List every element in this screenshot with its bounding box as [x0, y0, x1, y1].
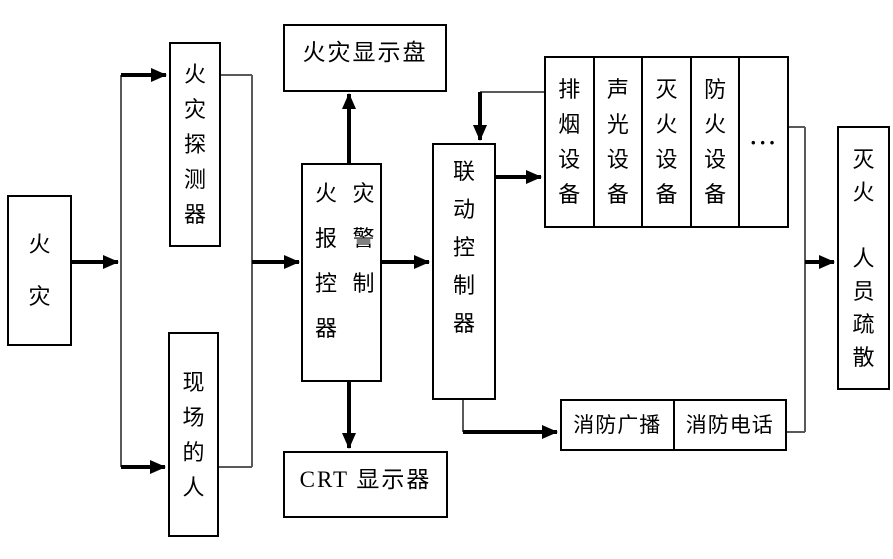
equipment-cell-sound-light: 声 光 设 备	[592, 58, 642, 226]
node-linkage-controller-label: 联 动 控 制 器	[452, 159, 475, 336]
node-fire-display-panel-label: 火灾显示盘	[302, 40, 428, 65]
node-fire: 火 灾	[7, 195, 72, 346]
node-fire-alarm-controller-label: 火 灾 报 警 控 制 器	[315, 181, 375, 341]
node-people-on-site: 现 场 的 人	[168, 332, 219, 537]
equipment-cell-extinguishing: 灭 火 设 备	[641, 58, 690, 226]
equipment-cell-ellipsis: ···	[738, 58, 787, 226]
node-linkage-controller: 联 动 控 制 器	[432, 143, 496, 400]
node-fire-telephone-label: 消防电话	[685, 413, 774, 437]
node-fire-broadcast: 消防广播	[562, 401, 673, 449]
node-fire-telephone: 消防电话	[672, 401, 786, 449]
node-outcome-label: 灭 火 人 员 疏 散	[852, 146, 875, 370]
node-communication-group: 消防广播 消防电话	[560, 399, 787, 451]
equipment-cell-label: 防 火 设 备	[704, 77, 727, 207]
node-fire-broadcast-label: 消防广播	[573, 413, 662, 437]
ellipsis-label: ···	[749, 129, 778, 155]
equipment-cell-label: 灭 火 设 备	[655, 77, 678, 207]
node-crt-display-label: CRT 显示器	[299, 467, 432, 492]
equipment-cell-label: 排 烟 设 备	[558, 77, 581, 207]
node-fire-alarm-controller: 火 灾 报 警 控 制 器	[301, 163, 382, 382]
equipment-cell-smoke-exhaust: 排 烟 设 备	[546, 58, 593, 226]
node-equipment-group: 排 烟 设 备 声 光 设 备 灭 火 设 备 防 火 设 备 ···	[544, 56, 789, 228]
equipment-cell-label: 声 光 设 备	[606, 77, 629, 207]
node-fire-detector: 火 灾 探 测 器	[169, 42, 221, 247]
equipment-cell-fire-prevention: 防 火 设 备	[689, 58, 739, 226]
node-people-on-site-label: 现 场 的 人	[182, 369, 205, 500]
node-fire-label: 火 灾	[28, 231, 51, 309]
node-fire-detector-label: 火 灾 探 测 器	[183, 62, 206, 227]
node-crt-display: CRT 显示器	[283, 451, 448, 518]
node-outcome-extinguish-evacuate: 灭 火 人 员 疏 散	[837, 126, 890, 390]
node-fire-display-panel: 火灾显示盘	[283, 24, 447, 92]
